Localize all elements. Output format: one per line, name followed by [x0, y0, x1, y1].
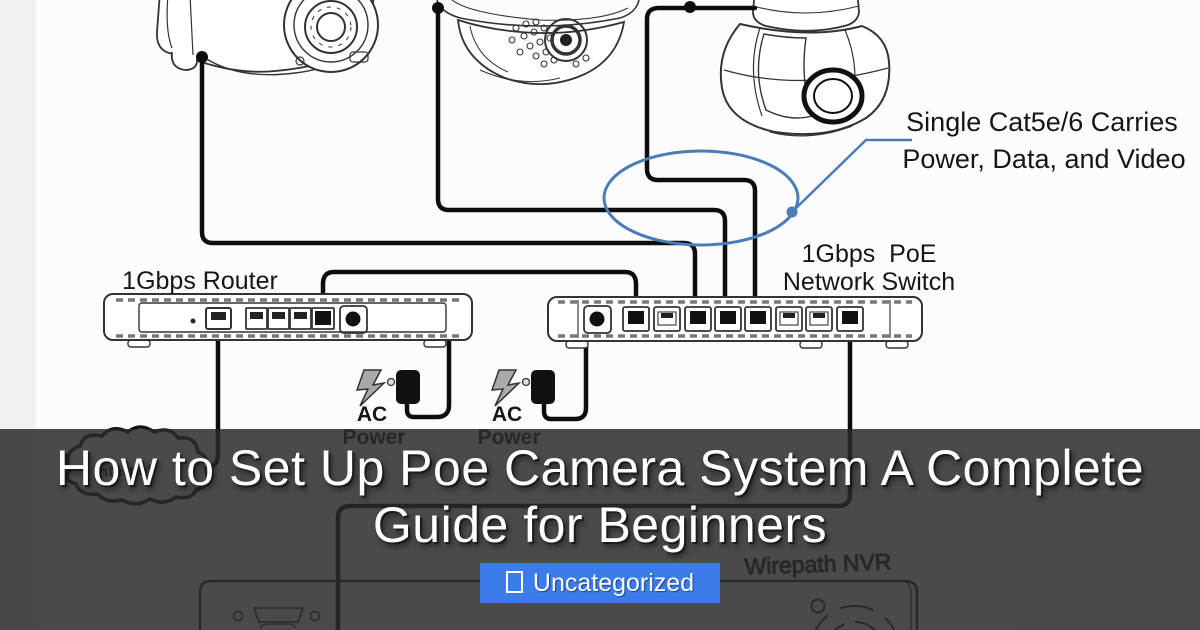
callout-text-line1: Single Cat5e/6 Carries — [906, 107, 1178, 137]
lightning-bolt-icon — [355, 369, 387, 407]
post-title-line2: Guide for Beginners — [372, 497, 828, 553]
lightning-bolt-icon — [490, 369, 522, 407]
post-title-line1: How to Set Up Poe Camera System A Comple… — [55, 440, 1145, 496]
wall-plug — [396, 370, 420, 404]
ac-label-1: AC — [357, 403, 387, 426]
callout-leader-line — [791, 138, 912, 213]
post-title: How to Set Up Poe Camera System A Comple… — [56, 440, 1144, 554]
callout-dot — [786, 206, 798, 218]
router-lan-ports — [245, 307, 335, 330]
cable-camera2 — [435, 5, 728, 315]
switch-label-line1: 1Gbps PoE — [802, 240, 937, 268]
cable-uplink — [320, 269, 639, 316]
category-badge-label: Uncategorized — [532, 568, 695, 597]
ir-led-dots — [508, 18, 590, 68]
router-label: 1Gbps Router — [122, 267, 278, 295]
plug-prong — [521, 377, 531, 387]
switch-label-line2: Network Switch — [783, 268, 955, 296]
title-overlay-scrim: How to Set Up Poe Camera System A Comple… — [0, 429, 1200, 630]
category-badge[interactable]: Uncategorized — [479, 563, 721, 603]
bullet-camera-drawing — [156, 0, 379, 76]
router-power-jack — [339, 305, 368, 334]
poe-switch-drawing — [547, 296, 923, 349]
cable-camera1 — [199, 54, 698, 315]
ptz-dome-camera-drawing — [719, 0, 891, 137]
router-wan-port — [205, 307, 232, 330]
cable-camera3 — [644, 5, 758, 315]
callout-text-line2: Power, Data, and Video — [902, 144, 1185, 174]
switch-power-jack — [583, 305, 612, 334]
dome-camera-drawing — [436, 0, 640, 85]
cat5e-callout: Single Cat5e/6 Carries Power, Data, and … — [602, 107, 1186, 247]
callout-ellipse — [602, 149, 800, 247]
missing-glyph-icon — [505, 571, 523, 593]
ac-label-2: AC — [492, 403, 522, 426]
wall-plug — [531, 370, 555, 404]
router-drawing — [103, 293, 473, 348]
switch-ports — [622, 306, 864, 332]
plug-prong — [386, 377, 396, 387]
